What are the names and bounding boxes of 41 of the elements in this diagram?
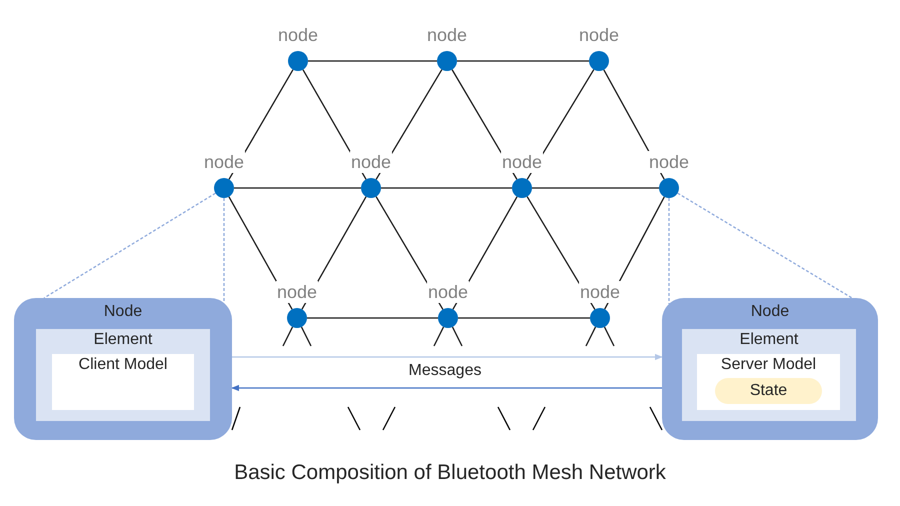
box-title: State — [748, 381, 788, 401]
connector-line — [300, 326, 312, 346]
model-box — [697, 354, 840, 410]
node-box — [14, 298, 232, 440]
connector-line — [381, 187, 512, 189]
connector-line — [282, 326, 294, 346]
leader-line — [44, 192, 216, 299]
connector-line — [604, 326, 615, 346]
arrow — [232, 354, 663, 360]
connector-line — [457, 60, 589, 62]
connector-line — [308, 60, 437, 62]
node-label: node — [426, 281, 470, 303]
state-pill — [715, 378, 822, 404]
connector-line — [585, 326, 596, 346]
leader-line — [677, 192, 852, 299]
box-title: Element — [738, 330, 800, 350]
connector-line — [458, 317, 590, 319]
node-label: node — [648, 151, 690, 173]
connector-line — [307, 317, 438, 319]
connector-line — [532, 187, 659, 189]
node-label: node — [500, 151, 544, 173]
connector-line — [234, 187, 361, 189]
element-box — [36, 329, 210, 421]
element-box — [682, 329, 856, 421]
model-box — [52, 354, 194, 410]
node-label: node — [350, 151, 392, 173]
caption: Basic Composition of Bluetooth Mesh Network — [233, 460, 667, 486]
node-box — [662, 298, 878, 440]
box-title: Server Model — [720, 355, 818, 375]
box-title: Client Model — [78, 355, 168, 375]
leader-line — [223, 198, 225, 303]
connector-line — [452, 326, 463, 346]
connector-line — [433, 326, 444, 346]
arrow — [231, 384, 662, 392]
box-title: Node — [102, 302, 144, 322]
leader-line — [668, 198, 670, 304]
node-label: node — [276, 281, 318, 303]
node-label: node — [202, 151, 246, 173]
box-title: Element — [92, 330, 154, 350]
node-label: node — [578, 281, 622, 303]
box-title: Node — [750, 302, 790, 322]
